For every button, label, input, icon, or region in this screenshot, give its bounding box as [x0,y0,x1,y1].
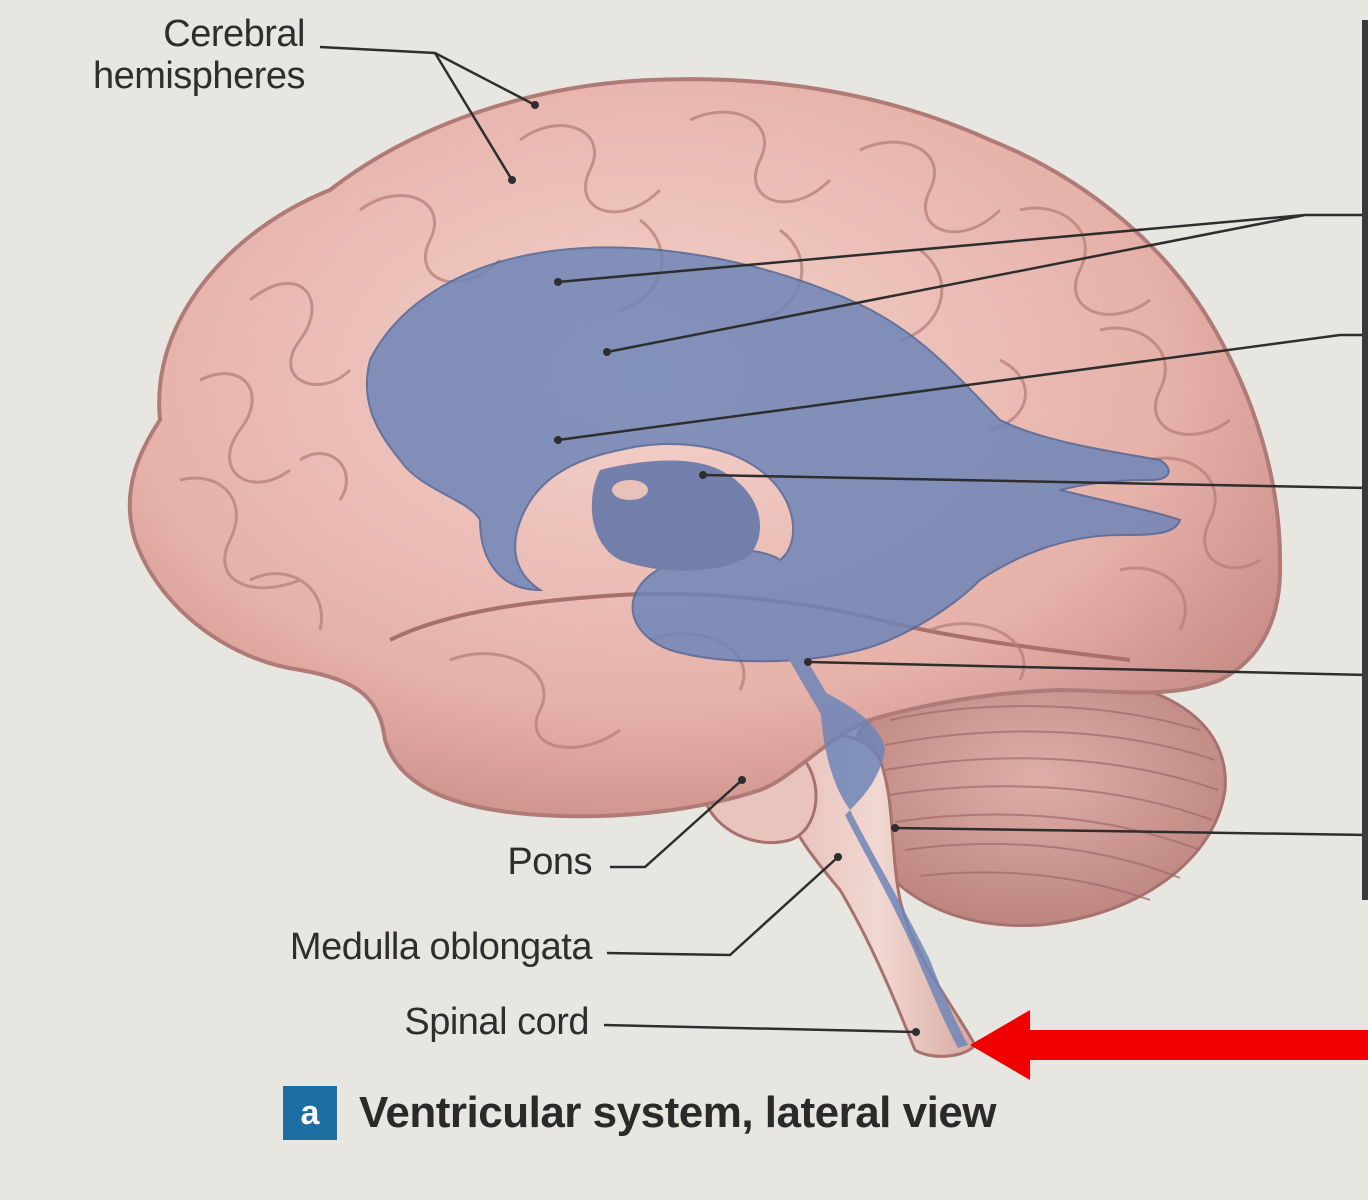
leader-spinal-cord [603,1023,917,1034]
label-medulla-oblongata: Medulla oblongata [289,926,593,968]
label-pons: Pons [507,841,592,883]
lateral-ventricle [365,246,1182,663]
fourth-ventricle [820,690,885,810]
figure-caption: a Ventricular system, lateral view [283,1083,997,1143]
caption-text: Ventricular system, lateral view [359,1088,997,1137]
leader-medulla [606,856,839,957]
label-spinal-cord: Spinal cord [404,1001,589,1043]
caption-badge: a [283,1086,337,1140]
leader-right-2 [557,333,1368,442]
cerebellum-folia [884,705,1219,901]
central-canal [845,810,968,1048]
red-arrow [970,1010,1368,1080]
leader-lines [319,45,1368,1034]
leader-right-5 [894,826,1368,837]
page-edge-bar [1362,20,1368,900]
ventricular-system [365,246,1182,1048]
interventricular-foramen [612,480,648,500]
leader-right-3 [702,473,1368,490]
label-cerebral-hemispheres: Cerebral hemispheres [92,13,306,97]
leader-right-4 [807,660,1368,677]
leader-right-1 [557,213,1368,354]
leader-cerebral-hemispheres [319,45,536,181]
leader-dots [508,101,920,1036]
leader-pons [610,779,743,869]
